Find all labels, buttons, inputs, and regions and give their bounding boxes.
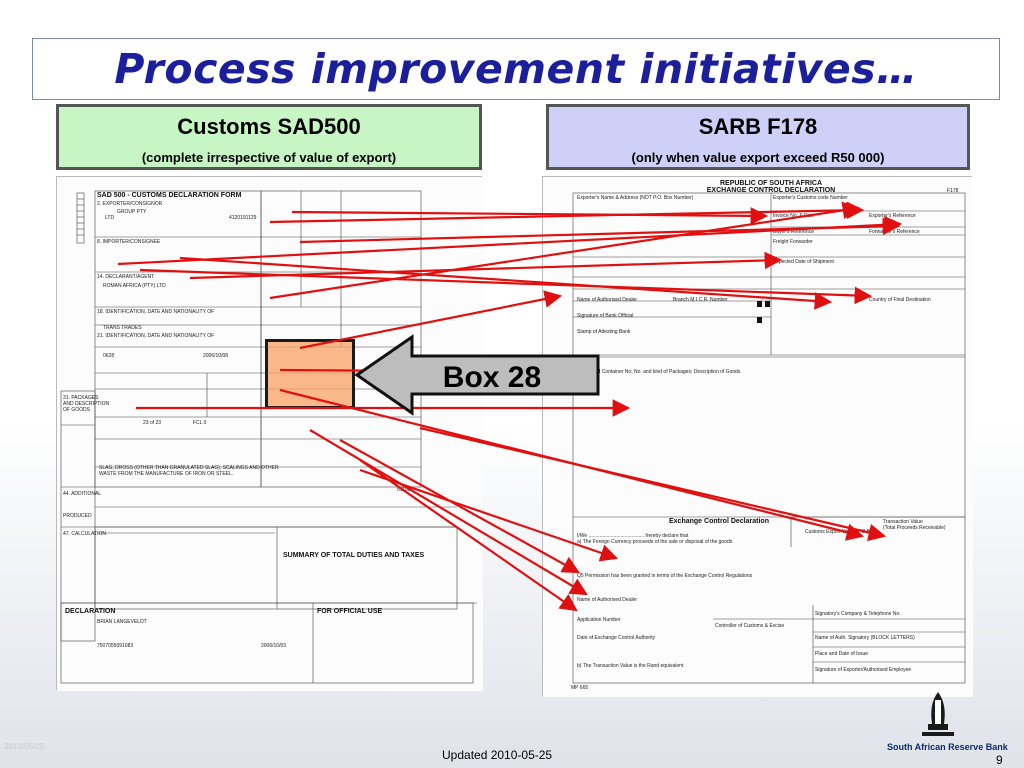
f178-mp-code: MP 665 bbox=[571, 685, 588, 691]
sarb-f178-header: SARB F178 (only when value export exceed… bbox=[546, 104, 970, 170]
f178-form-image: REPUBLIC OF SOUTH AFRICA EXCHANGE CONTRO… bbox=[542, 176, 973, 697]
svg-text:47. CALCULATION: 47. CALCULATION bbox=[63, 531, 106, 537]
svg-text:Application Number: Application Number bbox=[577, 617, 621, 623]
f178-title-2: EXCHANGE CONTROL DECLARATION bbox=[707, 187, 835, 194]
f178-form-code: F178 bbox=[947, 188, 959, 194]
sad500-form-image: SAD 500 - CUSTOMS DECLARATION FORM 2. EX… bbox=[56, 176, 483, 691]
svg-text:Signature of Exporter/Authoris: Signature of Exporter/Authorised Employe… bbox=[815, 667, 911, 673]
svg-text:Country of Final Destination: Country of Final Destination bbox=[869, 297, 931, 303]
svg-text:Q5 Permission has been granted: Q5 Permission has been granted in terms … bbox=[577, 573, 753, 579]
svg-text:FOR OFFICIAL USE: FOR OFFICIAL USE bbox=[317, 608, 383, 615]
svg-text:PRODUCED: PRODUCED bbox=[63, 513, 92, 519]
svg-text:I/We .........................: I/We ...................................… bbox=[577, 533, 689, 539]
svg-text:21. IDENTIFICATION, DATE AND N: 21. IDENTIFICATION, DATE AND NATIONALITY… bbox=[97, 333, 214, 339]
svg-text:TRANS TRADES: TRANS TRADES bbox=[103, 325, 142, 331]
svg-text:2006/10/08: 2006/10/08 bbox=[203, 353, 228, 359]
svg-text:14. DECLARANT/AGENT: 14. DECLARANT/AGENT bbox=[97, 274, 154, 280]
svg-text:Date of Exchange Control Autho: Date of Exchange Control Authority bbox=[577, 635, 656, 641]
svg-text:BRIAN LANGEVELDT: BRIAN LANGEVELDT bbox=[97, 619, 147, 625]
customs-sad500-heading: Customs SAD500 bbox=[177, 114, 361, 139]
svg-text:Transaction Value: Transaction Value bbox=[883, 519, 923, 525]
svg-text:2. EXPORTER/CONSIGNOR: 2. EXPORTER/CONSIGNOR bbox=[97, 201, 163, 207]
sarb-logo-icon bbox=[922, 692, 954, 736]
svg-text:SUMMARY OF TOTAL DUTIES AND TA: SUMMARY OF TOTAL DUTIES AND TAXES bbox=[283, 552, 425, 559]
svg-text:0628: 0628 bbox=[103, 353, 114, 359]
svg-text:4120191129: 4120191129 bbox=[229, 215, 257, 221]
svg-text:Exporter's Name & Address (NOT: Exporter's Name & Address (NOT P.O. Box … bbox=[577, 195, 694, 201]
svg-text:SLAG, DROSS (OTHER THAN GRANUL: SLAG, DROSS (OTHER THAN GRANULATED SLAG)… bbox=[99, 465, 279, 471]
bank-name: South African Reserve Bank bbox=[887, 742, 1008, 752]
svg-text:ROMAN AFRICA (PTY) LTD: ROMAN AFRICA (PTY) LTD bbox=[103, 283, 166, 289]
svg-text:18. IDENTIFICATION, DATE AND N: 18. IDENTIFICATION, DATE AND NATIONALITY… bbox=[97, 309, 214, 315]
svg-text:Exporter's Customs code Number: Exporter's Customs code Number bbox=[773, 195, 848, 201]
svg-text:WASTE FROM THE MANUFACTURE OF: WASTE FROM THE MANUFACTURE OF IRON OR ST… bbox=[99, 471, 233, 477]
svg-text:Exchange Control Declaration: Exchange Control Declaration bbox=[669, 518, 769, 525]
svg-text:(Total Proceeds Receivable): (Total Proceeds Receivable) bbox=[883, 525, 946, 531]
svg-text:a) The Foreign Currency procee: a) The Foreign Currency proceeds of the … bbox=[577, 539, 733, 545]
svg-text:Name of Authorised Dealer: Name of Authorised Dealer bbox=[577, 297, 637, 303]
box28-label: Box 28 bbox=[442, 361, 542, 394]
svg-text:Customs Export Value (F.O.B.): Customs Export Value (F.O.B.) bbox=[805, 529, 873, 535]
sarb-f178-heading: SARB F178 bbox=[698, 114, 818, 139]
updated-date: Updated 2010-05-25 bbox=[442, 748, 553, 762]
svg-text:DECLARATION: DECLARATION bbox=[65, 608, 115, 615]
svg-text:Stamp of Attesting Bank: Stamp of Attesting Bank bbox=[577, 329, 631, 335]
svg-text:7507055091083: 7507055091083 bbox=[97, 643, 133, 649]
svg-text:AND DESCRIPTION: AND DESCRIPTION bbox=[63, 401, 110, 407]
svg-text:Place and Date of Issue: Place and Date of Issue bbox=[815, 651, 868, 657]
f178-title-1: REPUBLIC OF SOUTH AFRICA bbox=[720, 180, 822, 187]
svg-text:FCL 0: FCL 0 bbox=[193, 420, 207, 426]
svg-text:2006/10/03: 2006/10/03 bbox=[261, 643, 286, 649]
customs-sad500-subheading: (complete irrespective of value of expor… bbox=[141, 150, 397, 165]
title-box: Process improvement initiatives… bbox=[32, 38, 1000, 100]
svg-text:Name of Auth. Signatory (BLOCK: Name of Auth. Signatory (BLOCK LETTERS) bbox=[815, 635, 915, 641]
svg-text:44. ADDITIONAL: 44. ADDITIONAL bbox=[63, 491, 101, 497]
svg-text:Branch M.I.C.R. Number: Branch M.I.C.R. Number bbox=[673, 297, 728, 303]
svg-text:Freight Forwarder: Freight Forwarder bbox=[773, 239, 813, 245]
svg-text:Buyer's Reference: Buyer's Reference bbox=[773, 229, 814, 235]
svg-text:23 of 23: 23 of 23 bbox=[143, 420, 161, 426]
svg-text:8. IMPORTER/CONSIGNEE: 8. IMPORTER/CONSIGNEE bbox=[97, 239, 161, 245]
slide-title: Process improvement initiatives… bbox=[114, 45, 918, 93]
svg-text:Invoice No. & Date: Invoice No. & Date bbox=[773, 213, 815, 219]
svg-text:OF GOODS: OF GOODS bbox=[63, 407, 91, 413]
customs-sad500-header: Customs SAD500 (complete irrespective of… bbox=[56, 104, 482, 170]
sarb-f178-subheading: (only when value export exceed R50 000) bbox=[631, 150, 885, 165]
svg-text:Controller of Customs & Excise: Controller of Customs & Excise bbox=[715, 623, 784, 629]
corner-stamp: 2010/05/25 bbox=[4, 742, 45, 751]
page-number: 9 bbox=[996, 753, 1003, 767]
svg-text:GROUP PTY: GROUP PTY bbox=[117, 209, 147, 215]
svg-text:Marks and Container No; No. an: Marks and Container No; No. and kind of … bbox=[577, 369, 741, 375]
svg-text:Signature of Bank Official: Signature of Bank Official bbox=[577, 313, 633, 319]
svg-text:b) The Transaction Value is th: b) The Transaction Value is the Rand equ… bbox=[577, 663, 684, 669]
svg-text:LTD: LTD bbox=[105, 215, 114, 221]
svg-text:Name of Authorised Dealer: Name of Authorised Dealer bbox=[577, 597, 637, 603]
svg-text:31. PACKAGES: 31. PACKAGES bbox=[63, 395, 99, 401]
svg-text:511000: 511000 bbox=[397, 487, 414, 493]
sad500-form-title: SAD 500 - CUSTOMS DECLARATION FORM bbox=[97, 192, 242, 199]
svg-text:Signatory's Company & Telephon: Signatory's Company & Telephone No. bbox=[815, 611, 901, 617]
svg-text:Expected Date of Shipment: Expected Date of Shipment bbox=[773, 259, 834, 265]
box28-pointer-arrow bbox=[354, 334, 600, 416]
